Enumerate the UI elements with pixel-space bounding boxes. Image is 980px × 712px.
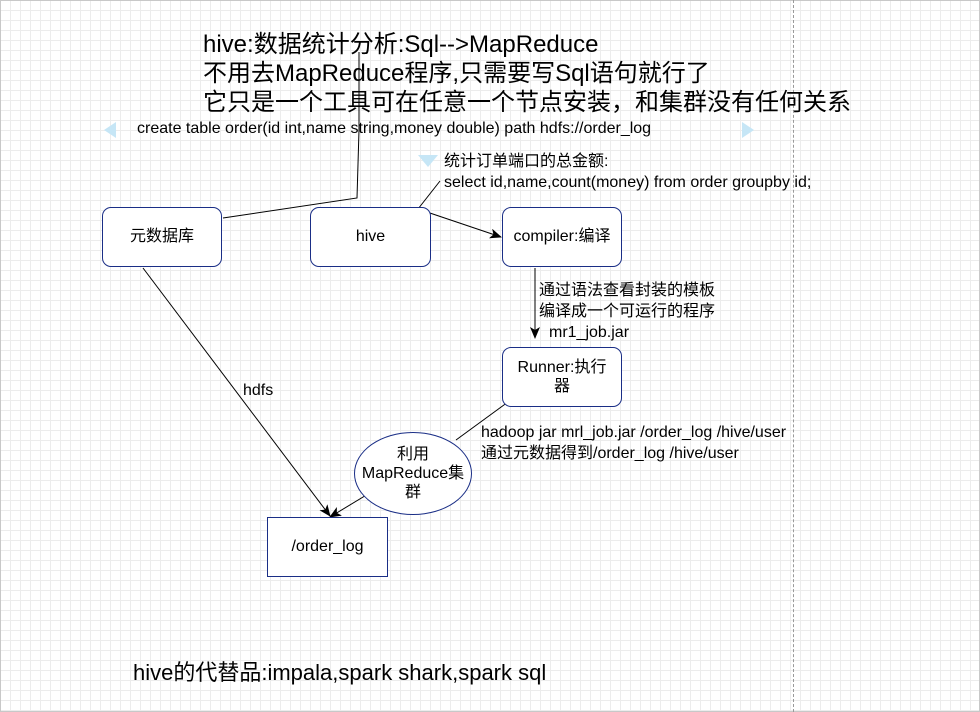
query-note-line-2: select id,name,count(money) from order g… — [444, 174, 812, 191]
runner-label-line-1: Runner:执行 — [517, 358, 607, 376]
page-break-line — [793, 0, 794, 712]
hive-to-compiler-arrow — [417, 208, 502, 239]
order-log-node: /order_log — [267, 517, 388, 577]
runner-to-cluster-line — [455, 401, 509, 441]
down-triangle-marker — [418, 155, 438, 167]
title-line-2: 不用去MapReduce程序,只需要写Sql语句就行了 — [203, 60, 710, 87]
metastore-node: 元数据库 — [102, 207, 222, 267]
title-to-metastore-line — [222, 52, 360, 219]
metastore-label: 元数据库 — [129, 228, 194, 246]
hdfs-edge-label: hdfs — [243, 382, 274, 399]
right-triangle-marker — [742, 122, 754, 138]
hive-node: hive — [310, 207, 431, 267]
order-log-label: /order_log — [291, 538, 364, 556]
compile-note-line-1: 通过语法查看封装的模板 — [539, 282, 716, 299]
run-note-line-2: 通过元数据得到/order_log /hive/user — [481, 445, 739, 462]
footer-alternatives: hive的代替品:impala,spark shark,spark sql — [133, 660, 547, 685]
query-note-line-1: 统计订单端口的总金额: — [444, 153, 609, 170]
metastore-to-orderlog-arrow — [142, 267, 331, 517]
run-note-line-1: hadoop jar mrl_job.jar /order_log /hive/… — [481, 424, 787, 441]
hive-label: hive — [355, 228, 386, 246]
compiler-node: compiler:编译 — [502, 207, 622, 267]
title-line-3: 它只是一个工具可在任意一个节点安装，和集群没有任何关系 — [203, 89, 851, 116]
cluster-label-line-1: 利用 — [396, 445, 429, 463]
cluster-label-line-2: MapReduce集 — [361, 464, 465, 482]
compile-note-line-2: 编译成一个可运行的程序 — [539, 303, 716, 320]
compiler-label: compiler:编译 — [513, 228, 611, 246]
create-table-statement: create table order(id int,name string,mo… — [137, 120, 652, 137]
cluster-label-line-3: 群 — [404, 484, 421, 502]
runner-node: Runner:执行 器 — [502, 347, 622, 407]
left-triangle-marker — [104, 122, 116, 138]
compile-note-line-3: mr1_job.jar — [549, 324, 630, 341]
query-to-hive-line — [417, 180, 441, 210]
mapreduce-cluster-node: 利用 MapReduce集 群 — [354, 432, 472, 515]
title-line-1: hive:数据统计分析:Sql-->MapReduce — [203, 31, 599, 58]
runner-label-line-2: 器 — [553, 378, 570, 395]
